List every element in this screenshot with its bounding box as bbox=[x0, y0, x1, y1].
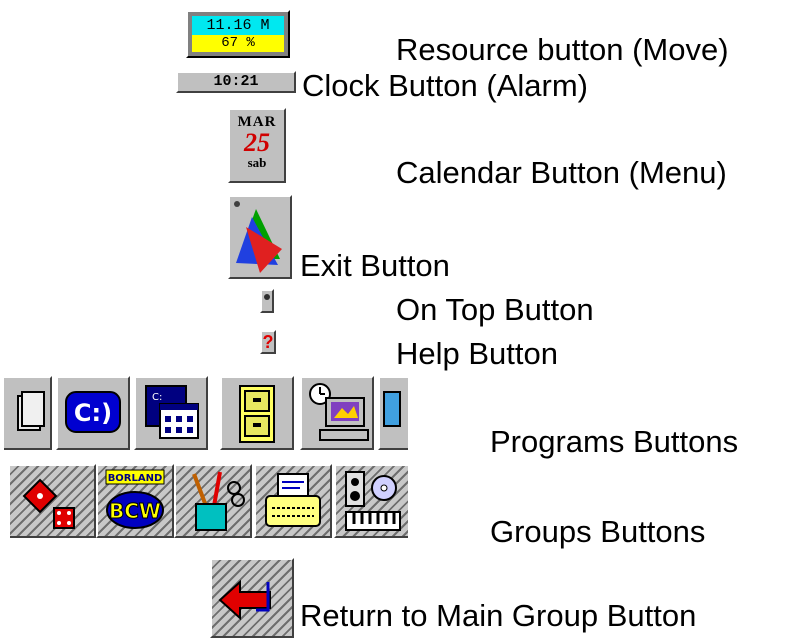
c-drive-dos-icon: C:) bbox=[65, 391, 121, 433]
on-top-button[interactable] bbox=[260, 289, 274, 313]
program-manager-window-icon: C: bbox=[145, 385, 199, 439]
svg-text:C:): C:) bbox=[74, 399, 112, 427]
bcw-text: BCW bbox=[109, 499, 161, 523]
file-cabinet-icon bbox=[239, 385, 275, 443]
on-top-label: On Top Button bbox=[396, 292, 594, 327]
calendar-day: 25 bbox=[244, 128, 270, 157]
resource-button[interactable]: 11.16 M 67 % bbox=[186, 10, 290, 58]
return-main-group-label: Return to Main Group Button bbox=[300, 598, 697, 633]
return-arrow-icon bbox=[218, 579, 271, 621]
group-button-typewriter[interactable] bbox=[254, 464, 332, 538]
borland-bcw-icon: BORLAND BCW bbox=[105, 469, 165, 529]
clock-label: Clock Button (Alarm) bbox=[302, 68, 588, 103]
paint-tools-icon bbox=[192, 471, 245, 531]
calendar-weekday: sab bbox=[247, 155, 267, 170]
exit-label: Exit Button bbox=[300, 248, 450, 283]
calendar-button[interactable]: MAR 25 sab bbox=[228, 108, 286, 183]
typewriter-icon bbox=[265, 473, 321, 527]
percent-readout: 67 % bbox=[192, 35, 284, 52]
calendar-label: Calendar Button (Menu) bbox=[396, 155, 727, 190]
group-button-borland[interactable]: BORLAND BCW bbox=[96, 464, 174, 538]
programs-strip: C:) C: bbox=[4, 376, 408, 450]
dice-games-icon bbox=[22, 478, 75, 529]
exit-triangles-icon bbox=[234, 201, 282, 273]
clock-computer-icon bbox=[309, 383, 369, 441]
svg-text:C:: C: bbox=[152, 392, 162, 403]
program-button-file-cabinet[interactable] bbox=[220, 376, 294, 450]
memory-readout: 11.16 M bbox=[192, 16, 284, 35]
borland-text: BORLAND bbox=[108, 473, 163, 484]
exit-button[interactable] bbox=[228, 195, 292, 279]
groups-label: Groups Buttons bbox=[490, 514, 706, 549]
groups-strip: BORLAND BCW bbox=[4, 464, 408, 538]
partial-folder-icon bbox=[17, 391, 45, 431]
group-button-multimedia[interactable] bbox=[334, 464, 408, 538]
resource-label: Resource button (Move) bbox=[396, 32, 729, 67]
on-top-dot-icon bbox=[264, 294, 270, 300]
program-button-c-drive[interactable]: C:) bbox=[56, 376, 130, 450]
partial-program-icon bbox=[383, 391, 401, 427]
group-button-paint[interactable] bbox=[174, 464, 252, 538]
program-button-program-manager[interactable]: C: bbox=[134, 376, 208, 450]
program-button-folder[interactable] bbox=[4, 376, 52, 450]
program-button-clock-computer[interactable] bbox=[300, 376, 374, 450]
help-button[interactable]: ? bbox=[260, 330, 276, 354]
multimedia-speaker-keyboard-icon bbox=[345, 471, 401, 531]
clock-button[interactable]: 10:21 bbox=[176, 71, 296, 93]
programs-label: Programs Buttons bbox=[490, 424, 739, 459]
group-button-games[interactable] bbox=[10, 464, 96, 538]
return-main-group-button[interactable] bbox=[210, 558, 294, 638]
calendar-month: MAR bbox=[237, 114, 277, 130]
program-button-partial[interactable] bbox=[378, 376, 408, 450]
help-label: Help Button bbox=[396, 336, 558, 371]
